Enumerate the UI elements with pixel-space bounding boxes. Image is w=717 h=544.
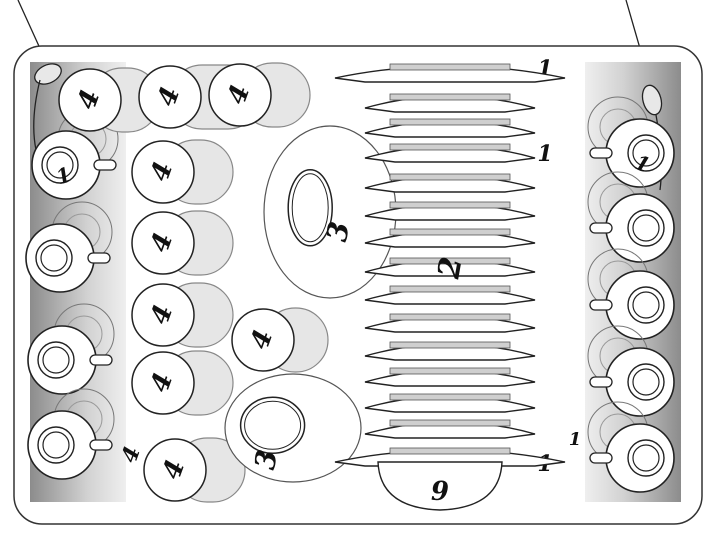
bowl-0: 3 bbox=[263, 125, 397, 299]
bowl-1: 3 bbox=[224, 373, 362, 483]
glass-5: 4 bbox=[131, 282, 234, 348]
cup-right-1 bbox=[587, 171, 675, 263]
cup-left-3 bbox=[27, 388, 115, 480]
plate-3 bbox=[364, 143, 536, 163]
plate-4 bbox=[364, 173, 536, 193]
plate-13 bbox=[364, 419, 536, 439]
plate-12 bbox=[364, 393, 536, 413]
cup-right-3 bbox=[587, 325, 675, 417]
left-cups-group: 1 bbox=[25, 108, 119, 480]
cup-left-1 bbox=[25, 201, 113, 293]
glass-3: 4 bbox=[131, 139, 234, 205]
glass-8: 4 bbox=[143, 437, 246, 503]
plates-group: 62 bbox=[334, 63, 566, 511]
cup-right-4 bbox=[587, 401, 675, 493]
plate-8 bbox=[364, 285, 536, 305]
cup-left-2 bbox=[27, 303, 115, 395]
deep-bowl: 6 bbox=[377, 461, 503, 511]
plate-6 bbox=[364, 228, 536, 248]
cup-label-mid-right: 1 bbox=[537, 141, 552, 167]
cup-right-2 bbox=[587, 248, 675, 340]
deep-bowl-label: 6 bbox=[431, 474, 449, 504]
plate-7 bbox=[364, 257, 536, 277]
glass-7: 4 bbox=[131, 350, 234, 416]
cup-left-0: 1 bbox=[31, 108, 119, 200]
bowls-group: 33 bbox=[224, 125, 397, 483]
plate-11 bbox=[364, 367, 536, 387]
plate-2 bbox=[364, 118, 536, 138]
cup-right-0: 1 bbox=[587, 96, 675, 188]
plate-5 bbox=[364, 201, 536, 221]
plate-9 bbox=[364, 313, 536, 333]
plate-10 bbox=[364, 341, 536, 361]
plate-1 bbox=[364, 93, 536, 113]
left-spoon-icon bbox=[33, 63, 62, 151]
plate-0 bbox=[334, 63, 566, 83]
glass-4: 4 bbox=[131, 210, 234, 276]
glass-2: 4 bbox=[208, 62, 311, 128]
glass-6: 4 bbox=[231, 307, 329, 373]
cup-label-lower-right: 1 bbox=[569, 429, 582, 450]
